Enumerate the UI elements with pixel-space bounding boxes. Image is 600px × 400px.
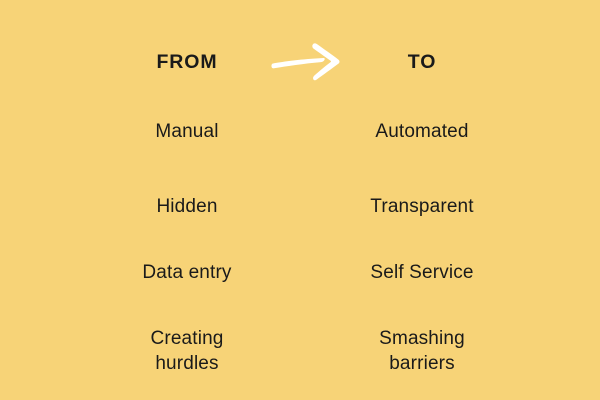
to-heading: TO [407, 50, 437, 73]
to-value: Self Service [370, 262, 474, 283]
comparison-rows: Manual Automated Hidden Transparent Data… [0, 103, 600, 386]
to-value: Transparent [370, 196, 474, 217]
from-value: Creating hurdles [150, 328, 224, 374]
to-value: Automated [375, 121, 469, 142]
from-value: Data entry [142, 262, 232, 283]
from-value: Manual [155, 121, 219, 142]
header-to-column: TO [300, 50, 600, 73]
comparison-row: Hidden Transparent [0, 178, 600, 244]
header-from-column: FROM [0, 50, 300, 73]
to-value: Smashing barriers [379, 328, 465, 374]
from-value: Hidden [156, 196, 218, 217]
from-heading: FROM [156, 50, 218, 73]
header-row: FROM TO [0, 40, 600, 85]
comparison-row: Data entry Self Service [0, 244, 600, 310]
comparison-row: Manual Automated [0, 103, 600, 178]
comparison-row: Creating hurdles Smashing barriers [0, 310, 600, 386]
